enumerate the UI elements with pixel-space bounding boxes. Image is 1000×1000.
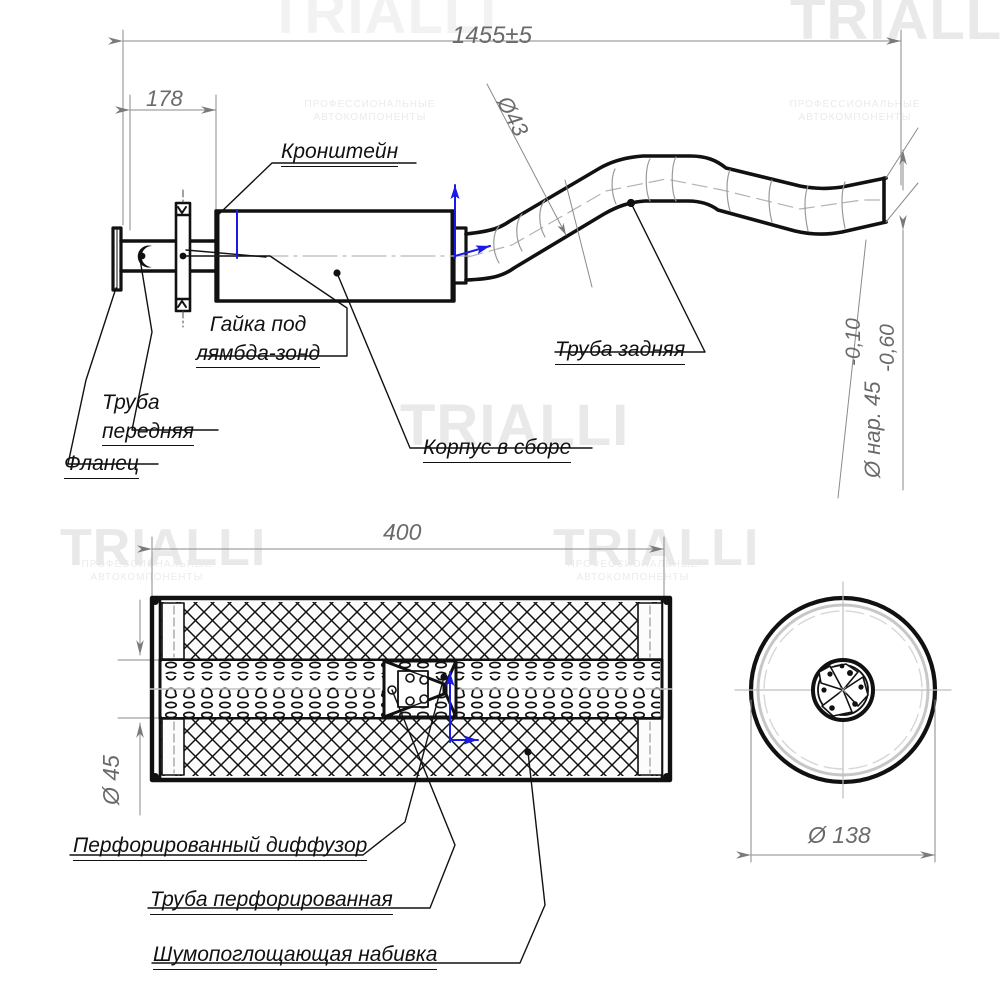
callout-sound-absorbing-fill: Шумопоглощающая набивка bbox=[153, 943, 438, 970]
callout-perforated-diffuser: Перфорированный диффузор bbox=[73, 834, 368, 861]
dim-text-shell-diameter: Ø 138 bbox=[808, 822, 871, 848]
callout-lambda-nut: Гайка под лямбда-зонд bbox=[196, 310, 321, 368]
callout-perforated-pipe: Труба перфорированная bbox=[150, 888, 393, 915]
section-arrows-lower bbox=[445, 671, 479, 745]
end-view bbox=[734, 581, 952, 863]
callout-lambda-nut-line2: лямбда-зонд bbox=[196, 342, 321, 368]
dim-pipe-diameter-leader bbox=[486, 83, 593, 288]
dim-text-tolerance-lower: -0,60 bbox=[876, 324, 899, 372]
dim-flange-to-body bbox=[115, 94, 217, 231]
callout-rear-pipe: Труба задняя bbox=[555, 338, 686, 365]
callout-leaders-section bbox=[69, 676, 546, 964]
callout-front-pipe-line2: передняя bbox=[102, 420, 194, 446]
callout-leaders-assembly bbox=[67, 162, 706, 465]
dim-inner-pipe-diameter bbox=[117, 599, 165, 816]
section-perforated-diffuser bbox=[382, 659, 458, 719]
callout-body-assembly: Корпус в сборе bbox=[423, 436, 572, 463]
dim-text-body-length: 400 bbox=[383, 519, 422, 545]
callout-bracket: Кронштейн bbox=[281, 140, 399, 167]
dim-outer-diameter bbox=[837, 127, 919, 499]
section-arrows-assembly bbox=[236, 184, 491, 259]
dim-body-length bbox=[137, 536, 665, 601]
part-flange bbox=[111, 226, 123, 292]
dim-text-overall-length: 1455±5 bbox=[452, 22, 532, 49]
part-rear-pipe bbox=[464, 154, 888, 282]
dim-text-flange-to-body: 178 bbox=[146, 86, 183, 111]
callout-front-pipe: Труба передняя bbox=[102, 388, 194, 446]
part-lambda-nut bbox=[174, 189, 192, 328]
dim-text-outer-diameter: Ø нар. 45 bbox=[860, 381, 885, 479]
callout-front-pipe-line1: Труба bbox=[102, 391, 160, 414]
dim-text-tolerance-upper: -0,10 bbox=[842, 318, 865, 366]
callout-flange: Фланец bbox=[64, 452, 139, 479]
callout-lambda-nut-line1: Гайка под bbox=[209, 313, 307, 336]
dim-text-inner-pipe-diameter: Ø 45 bbox=[98, 755, 124, 805]
part-front-pipe bbox=[119, 239, 218, 273]
